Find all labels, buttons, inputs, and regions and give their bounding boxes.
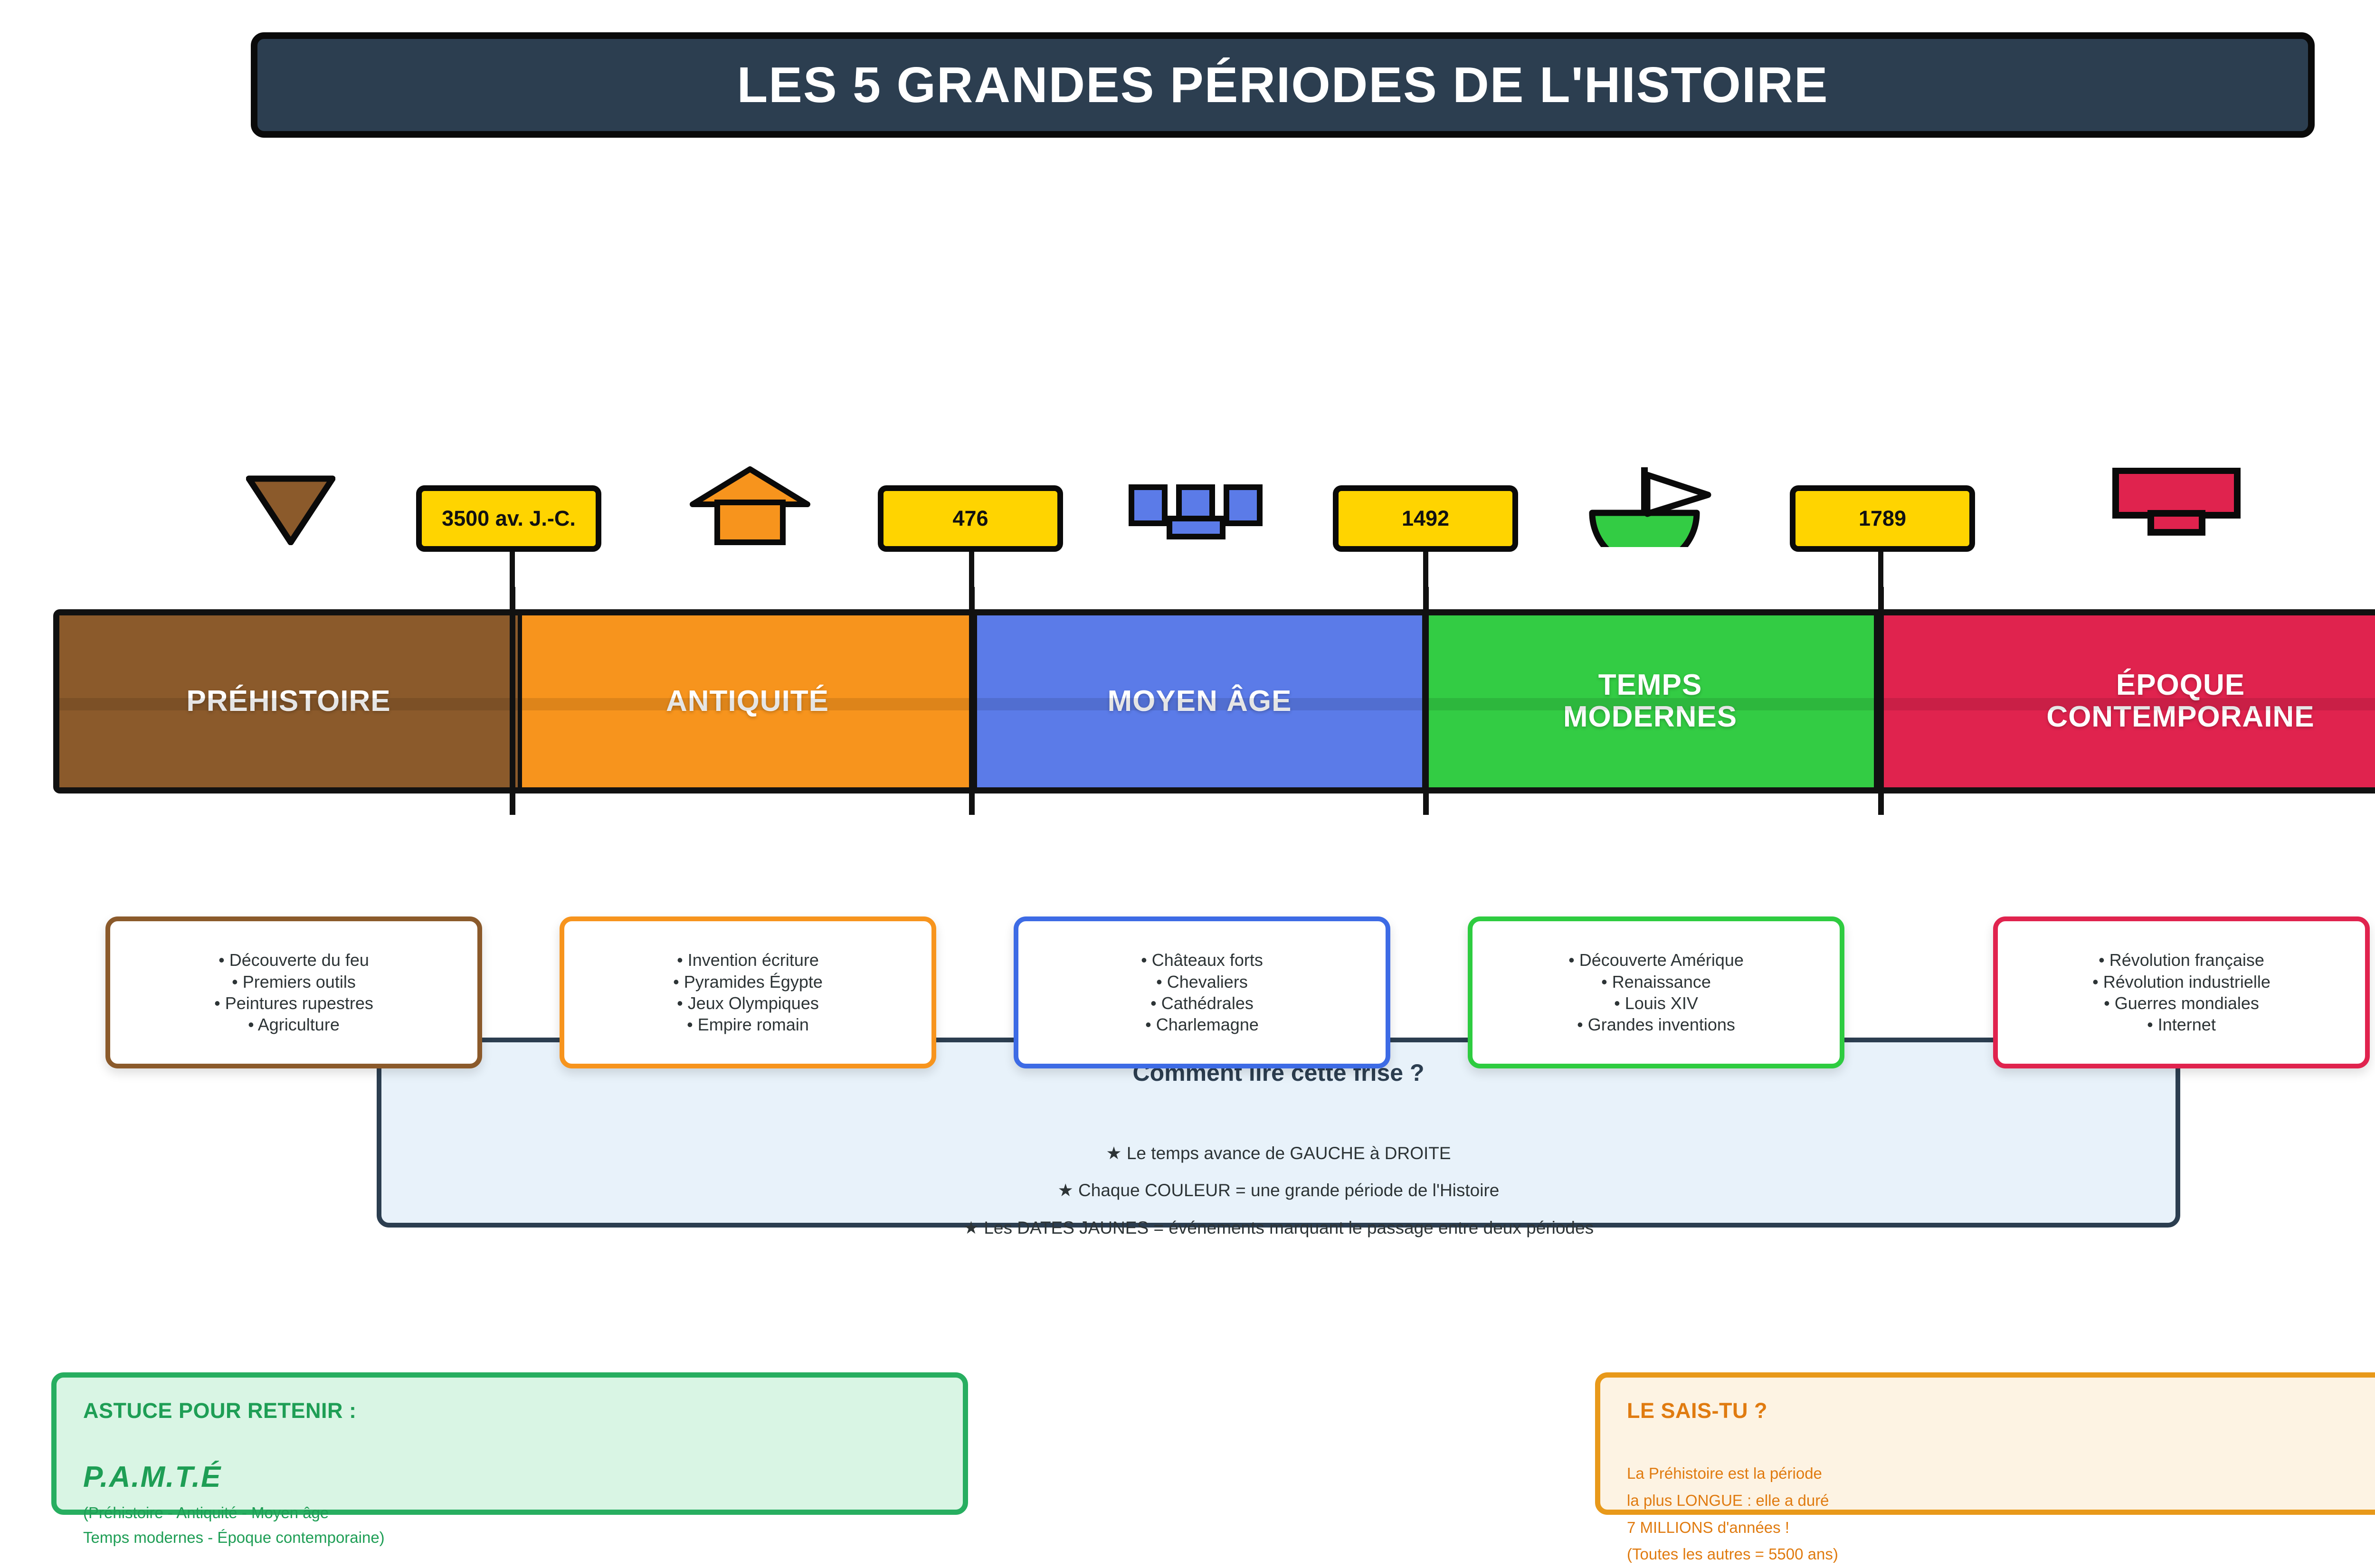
le-sais-tu-heading: LE SAIS-TU ? <box>1627 1398 1767 1423</box>
castle-icon <box>1129 484 1263 539</box>
period-segment-temps-modernes[interactable]: TEMPS MODERNES <box>1422 615 1874 787</box>
list-item: Grandes inventions <box>1568 1014 1744 1035</box>
period-boundary-tick <box>1423 587 1429 815</box>
event-card-moyen-age[interactable]: Châteaux forts Chevaliers Cathédrales Ch… <box>1014 916 1390 1068</box>
date-label: 476 <box>952 506 988 530</box>
event-card-temps-modernes[interactable]: Découverte Amérique Renaissance Louis XI… <box>1468 916 1844 1068</box>
page-title: LES 5 GRANDES PÉRIODES DE L'HISTOIRE <box>737 57 1829 113</box>
date-label: 1492 <box>1401 506 1450 530</box>
date-label: 1789 <box>1858 506 1907 530</box>
event-list: Invention écriture Pyramides Égypte Jeux… <box>673 949 823 1035</box>
flint-axe-icon <box>246 475 335 545</box>
event-list: Révolution française Révolution industri… <box>2092 949 2270 1035</box>
timeline-bar: PRÉHISTOIRE ANTIQUITÉ MOYEN ÂGE TEMPS MO… <box>53 609 2375 793</box>
period-label: MOYEN ÂGE <box>1107 684 1292 718</box>
astuce-subtitle-line2: Temps modernes - Époque contemporaine) <box>83 1529 385 1547</box>
list-item: Empire romain <box>673 1014 823 1035</box>
header-banner: LES 5 GRANDES PÉRIODES DE L'HISTOIRE <box>251 32 2315 138</box>
date-stem <box>510 552 515 611</box>
guide-line: ★ Chaque COULEUR = une grande période de… <box>1057 1181 1500 1200</box>
le-sais-tu-body: La Préhistoire est la période la plus LO… <box>1627 1460 2375 1568</box>
caravel-ship-icon <box>1589 467 1711 547</box>
period-label: PRÉHISTOIRE <box>186 684 391 718</box>
list-item: Agriculture <box>214 1014 373 1035</box>
event-list: Découverte du feu Premiers outils Peintu… <box>214 949 373 1035</box>
list-item: Peintures rupestres <box>214 992 373 1014</box>
period-segment-prehistoire[interactable]: PRÉHISTOIRE <box>59 615 518 787</box>
temple-icon <box>690 466 810 545</box>
list-item: Chevaliers <box>1141 971 1263 992</box>
date-box-1789[interactable]: 1789 <box>1790 485 1975 552</box>
astuce-box: ASTUCE POUR RETENIR : P.A.M.T.É (Préhist… <box>51 1372 968 1546</box>
list-item: Pyramides Égypte <box>673 971 823 992</box>
le-sais-tu-line3: 7 MILLIONS d'années ! <box>1627 1518 1789 1536</box>
computer-monitor-icon <box>2112 468 2241 536</box>
period-label: TEMPS MODERNES <box>1563 669 1738 733</box>
period-boundary-tick <box>510 587 515 815</box>
period-boundary-tick <box>969 587 975 815</box>
list-item: Renaissance <box>1568 971 1744 992</box>
list-item: Châteaux forts <box>1141 949 1263 971</box>
period-boundary-tick <box>1878 587 1884 815</box>
period-label: ANTIQUITÉ <box>665 684 829 718</box>
event-list: Châteaux forts Chevaliers Cathédrales Ch… <box>1141 949 1263 1035</box>
list-item: Premiers outils <box>214 971 373 992</box>
event-list: Découverte Amérique Renaissance Louis XI… <box>1568 949 1744 1035</box>
period-segment-moyen-age[interactable]: MOYEN ÂGE <box>973 615 1422 787</box>
list-item: Invention écriture <box>673 949 823 971</box>
list-item: Internet <box>2092 1014 2270 1035</box>
list-item: Découverte du feu <box>214 949 373 971</box>
list-item: Révolution industrielle <box>2092 971 2270 992</box>
event-card-prehistoire[interactable]: Découverte du feu Premiers outils Peintu… <box>105 916 482 1068</box>
event-card-epoque-contemporaine[interactable]: Révolution française Révolution industri… <box>1993 916 2370 1068</box>
astuce-mnemonic: P.A.M.T.É <box>83 1461 222 1493</box>
astuce-heading: ASTUCE POUR RETENIR : <box>83 1398 357 1423</box>
astuce-subtitle: (Préhistoire - Antiquité - Moyen âge Tem… <box>83 1501 936 1550</box>
guide-line: ★ Le temps avance de GAUCHE à DROITE <box>1106 1143 1451 1163</box>
period-segment-antiquite[interactable]: ANTIQUITÉ <box>518 615 973 787</box>
guide-line: ★ Les DATES JAUNES = événements marquant… <box>963 1218 1594 1237</box>
period-label: ÉPOQUE CONTEMPORAINE <box>2046 669 2315 733</box>
list-item: Louis XIV <box>1568 992 1744 1014</box>
date-box-476[interactable]: 476 <box>878 485 1063 552</box>
list-item: Jeux Olympiques <box>673 992 823 1014</box>
list-item: Charlemagne <box>1141 1014 1263 1035</box>
list-item: Cathédrales <box>1141 992 1263 1014</box>
reading-guide-lines: ★ Le temps avance de GAUCHE à DROITE ★ C… <box>377 1135 2180 1247</box>
date-box-1492[interactable]: 1492 <box>1333 485 1518 552</box>
date-stem <box>969 552 974 611</box>
astuce-subtitle-line1: (Préhistoire - Antiquité - Moyen âge <box>83 1504 329 1521</box>
le-sais-tu-line1: La Préhistoire est la période <box>1627 1464 1822 1482</box>
event-card-antiquite[interactable]: Invention écriture Pyramides Égypte Jeux… <box>560 916 936 1068</box>
list-item: Guerres mondiales <box>2092 992 2270 1014</box>
le-sais-tu-line2: la plus LONGUE : elle a duré <box>1627 1491 1829 1509</box>
date-stem <box>1423 552 1428 611</box>
list-item: Révolution française <box>2092 949 2270 971</box>
date-label: 3500 av. J.-C. <box>442 506 576 530</box>
period-segment-epoque-contemporaine[interactable]: ÉPOQUE CONTEMPORAINE <box>1874 615 2375 787</box>
le-sais-tu-line4: (Toutes les autres = 5500 ans) <box>1627 1545 1838 1563</box>
list-item: Découverte Amérique <box>1568 949 1744 971</box>
date-box-3500-av-jc[interactable]: 3500 av. J.-C. <box>416 485 601 552</box>
date-stem <box>1878 552 1883 611</box>
le-sais-tu-box: LE SAIS-TU ? La Préhistoire est la pério… <box>1595 1372 2375 1563</box>
